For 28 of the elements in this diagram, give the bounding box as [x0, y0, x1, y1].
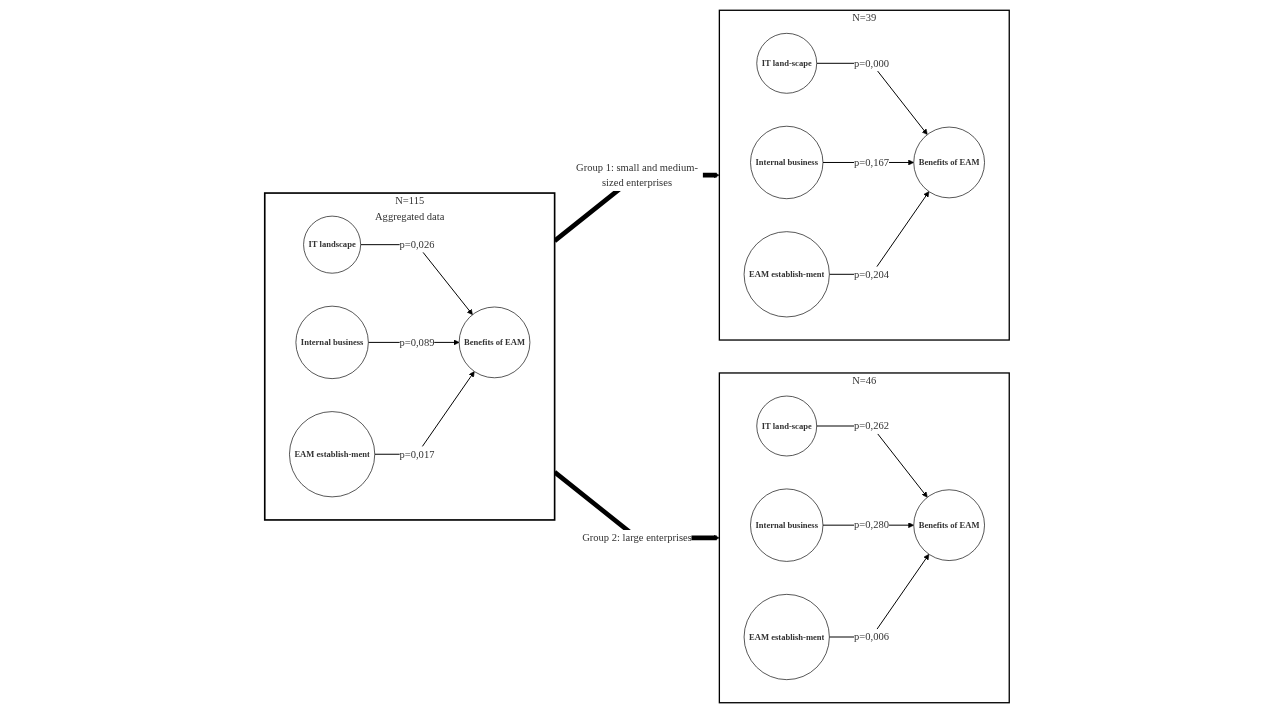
edge-label: p=0,280	[854, 519, 890, 531]
edge-label: p=0,262	[854, 420, 890, 432]
node-circle: EAM establish-ment	[743, 231, 830, 318]
node-circle: Benefits of EAM	[913, 126, 985, 199]
node-circle: EAM establish-ment	[743, 594, 830, 680]
node-circle: IT land-scape	[756, 33, 818, 94]
node-label: N=46	[852, 374, 877, 387]
node-circle: Internal business	[750, 488, 824, 562]
node-circle: Internal business	[295, 305, 369, 379]
node-circle: Internal business	[750, 125, 824, 200]
edge-label: p=0,000	[854, 57, 890, 69]
edge-label: p=0,204	[854, 268, 890, 280]
node-label: N=115	[395, 195, 425, 207]
node-circle: Benefits of EAM	[458, 306, 531, 379]
edge-label: Group 2: large enterprises	[582, 531, 692, 544]
edge-label: p=0,026	[399, 238, 435, 250]
cluster	[718, 372, 1010, 704]
node-circle: IT landscape	[303, 215, 361, 274]
node-circle: EAM establish-ment	[289, 411, 376, 498]
edge-label: p=0,167	[854, 156, 890, 168]
edge-label: p=0,017	[399, 448, 435, 460]
node-label: N=39	[852, 12, 877, 24]
node-circle: IT land-scape	[756, 395, 818, 457]
edge-label: p=0,089	[399, 336, 435, 348]
edge-label: Group 1: small and medium-sized enterprises	[576, 161, 698, 189]
node-circle: Benefits of EAM	[913, 489, 985, 561]
cluster	[718, 9, 1010, 341]
edge-label: p=0,006	[854, 631, 890, 643]
